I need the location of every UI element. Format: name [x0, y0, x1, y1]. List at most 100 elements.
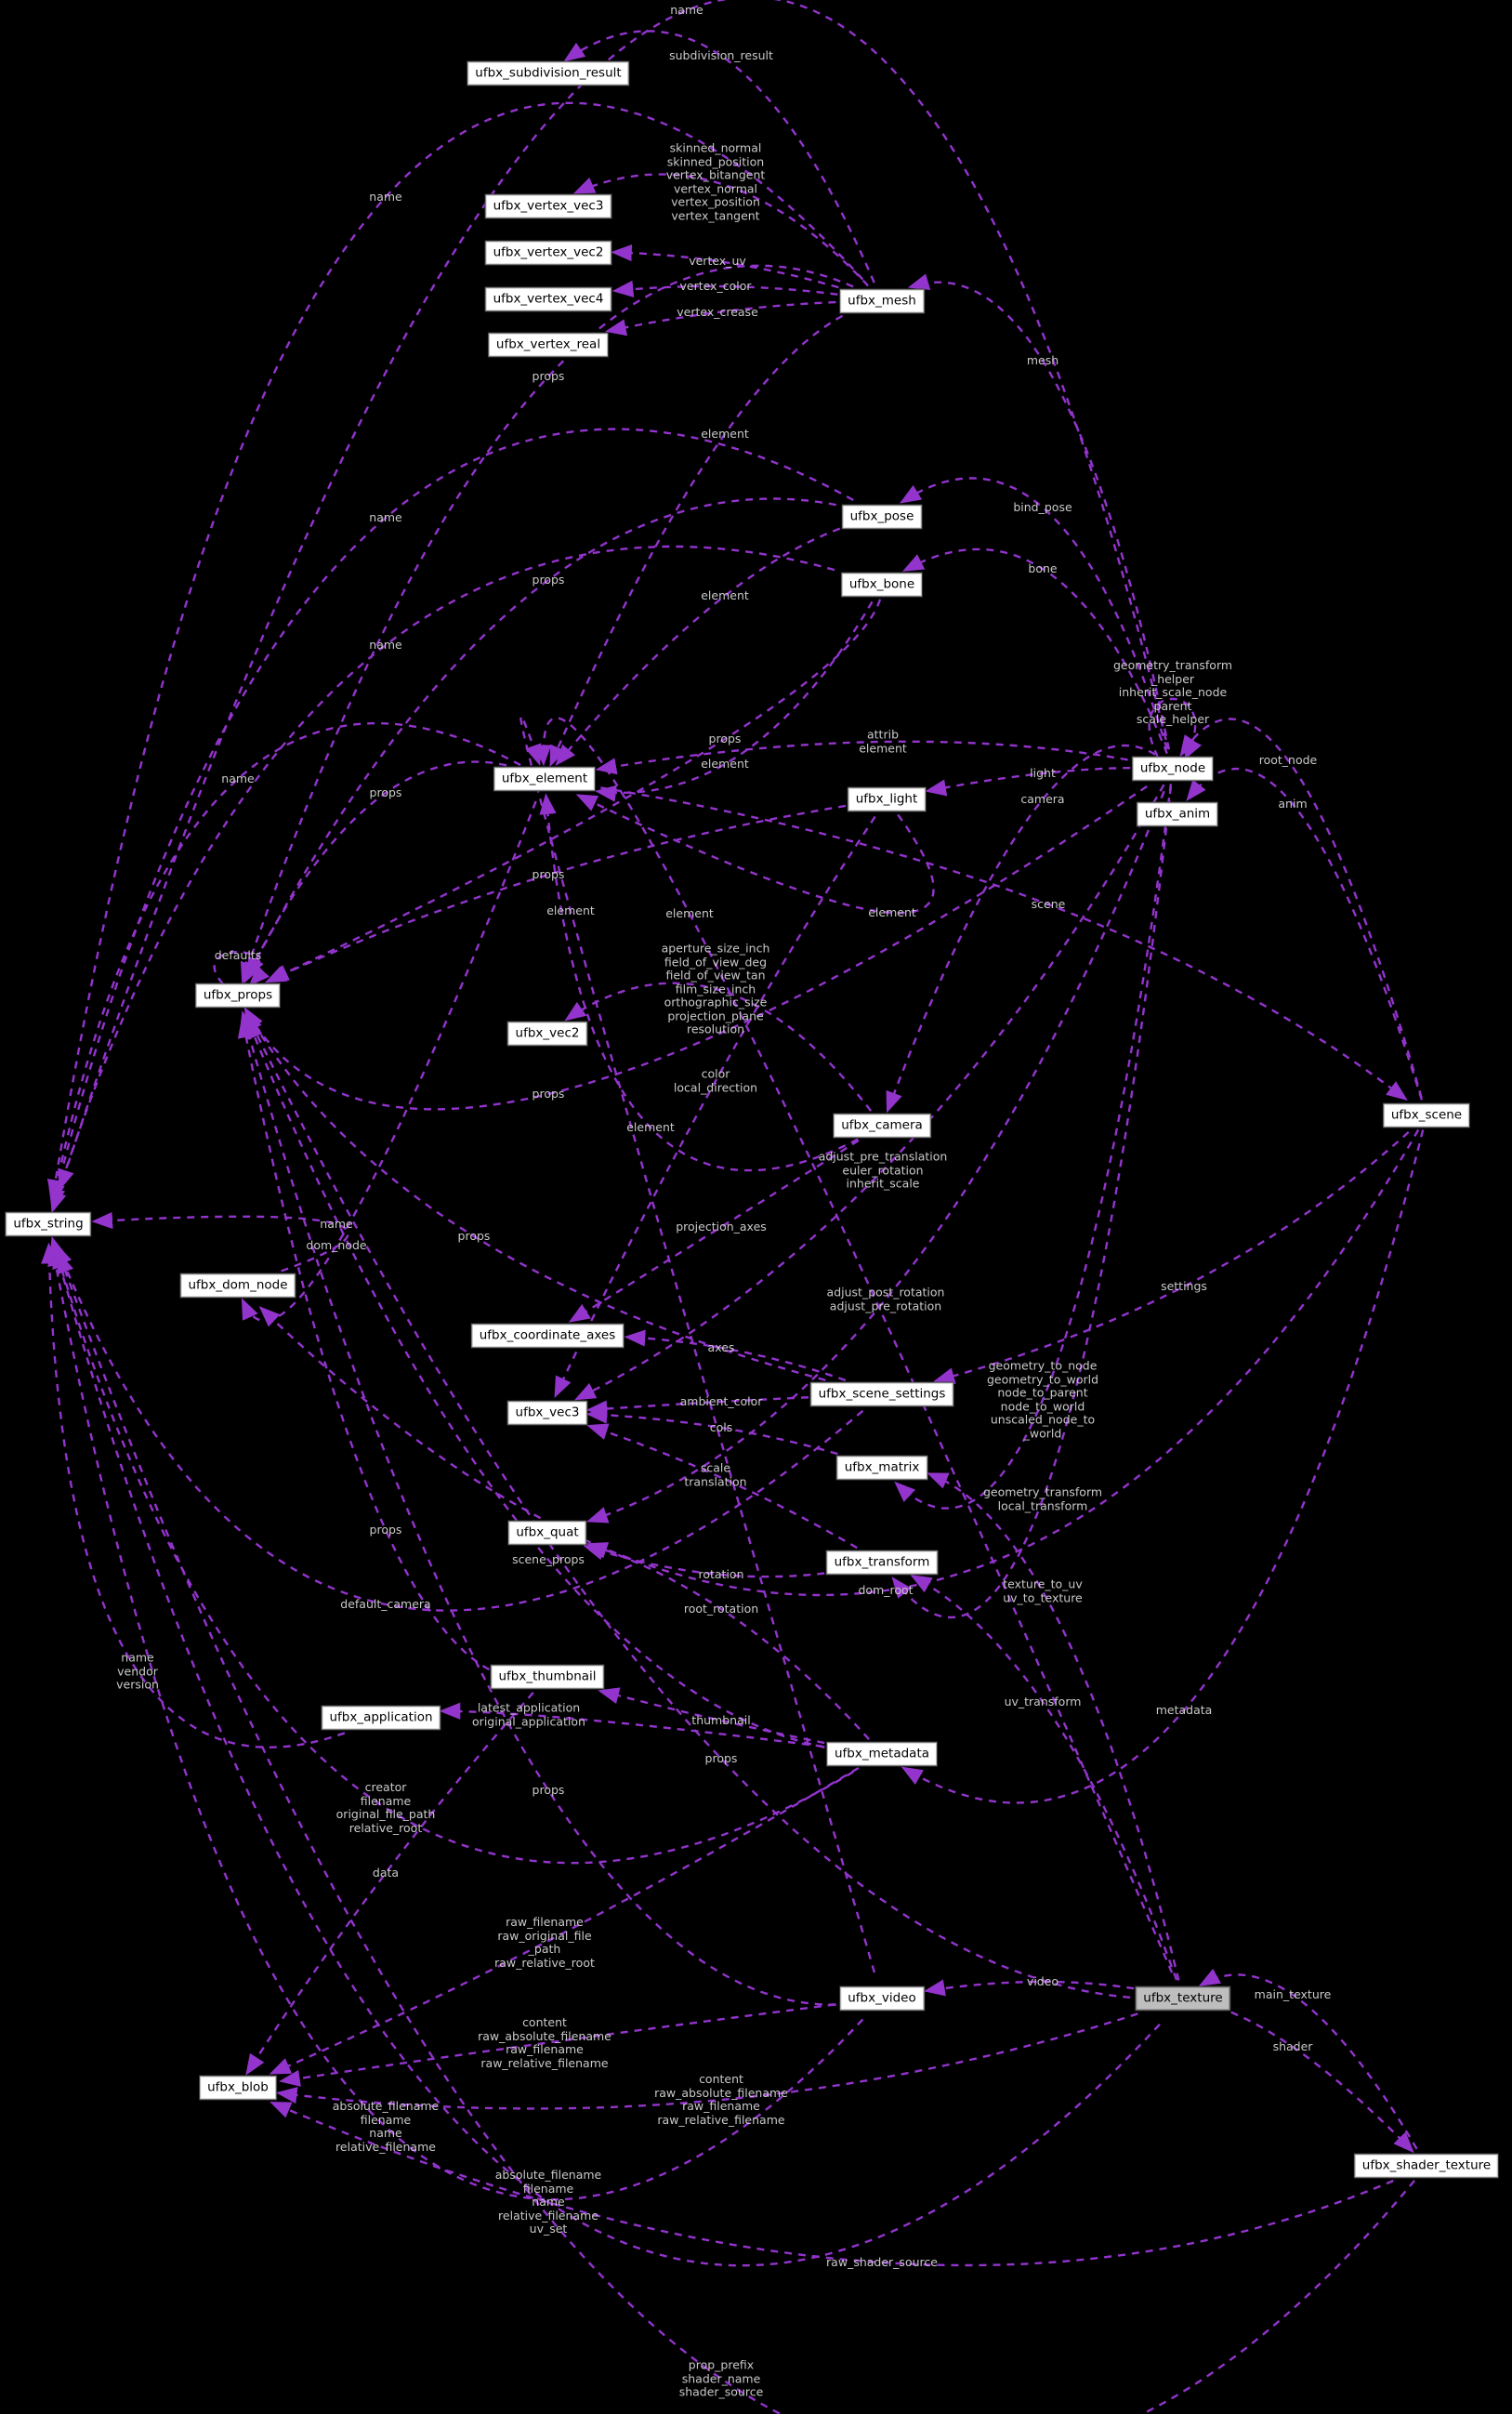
node-ufbx_pose[interactable]: ufbx_pose	[842, 505, 922, 529]
edge-metadata-application	[439, 1702, 823, 1748]
edge-mesh-props	[240, 264, 854, 984]
edge-texture-shader_texture	[1230, 2011, 1414, 2154]
edge-element-string	[47, 721, 521, 1206]
edge-props-props	[213, 950, 270, 986]
edge-node-pose	[899, 477, 1168, 750]
edge-label-mesh-string: name	[369, 189, 402, 204]
edge-thumbnail-blob	[245, 1692, 534, 2076]
edge-label-mesh-vertex_vec2: vertex_uv	[689, 253, 746, 268]
edge-camera-element	[539, 793, 859, 1172]
edge-scene_settings-props	[243, 1007, 826, 1381]
edge-metadata-props	[246, 1017, 825, 1748]
edge-element-dom_node	[241, 800, 537, 1323]
edge-texture-props	[244, 1009, 1131, 1999]
edge-light-element	[575, 794, 935, 915]
node-ufbx_video[interactable]: ufbx_video	[840, 1986, 924, 2011]
node-ufbx_metadata[interactable]: ufbx_metadata	[826, 1742, 938, 1766]
edge-scene-dom_node	[258, 1128, 1420, 1597]
node-ufbx_thumbnail[interactable]: ufbx_thumbnail	[491, 1665, 604, 1689]
node-ufbx_subdivision_result[interactable]: ufbx_subdivision_result	[467, 61, 629, 86]
edge-label-video-element: element	[546, 903, 595, 917]
node-ufbx_vertex_real[interactable]: ufbx_vertex_real	[488, 333, 609, 357]
node-ufbx_vertex_vec2[interactable]: ufbx_vertex_vec2	[485, 241, 611, 265]
node-ufbx_texture[interactable]: ufbx_texture	[1136, 1986, 1230, 2011]
edge-node-bone	[901, 547, 1168, 755]
node-ufbx_vec3[interactable]: ufbx_vec3	[507, 1401, 587, 1425]
edge-node-light	[925, 766, 1131, 797]
node-ufbx_scene_settings[interactable]: ufbx_scene_settings	[810, 1382, 953, 1406]
edge-metadata-blob	[269, 1766, 860, 2075]
edge-element-props	[243, 760, 507, 984]
edge-mesh-vertex_vec4	[611, 280, 838, 297]
edge-label-thumbnail-props: props	[369, 1522, 402, 1537]
node-ufbx_camera[interactable]: ufbx_camera	[834, 1114, 930, 1138]
edge-dom_node-string	[91, 1211, 349, 1273]
edge-label-dom_node-string: name	[320, 1216, 353, 1231]
node-ufbx_shader_texture[interactable]: ufbx_shader_texture	[1354, 2154, 1499, 2178]
edge-video-blob	[279, 2003, 835, 2087]
edge-pose-element	[555, 527, 841, 767]
node-ufbx_vec2[interactable]: ufbx_vec2	[507, 1022, 587, 1046]
node-ufbx_blob[interactable]: ufbx_blob	[200, 2076, 276, 2100]
node-ufbx_vertex_vec3[interactable]: ufbx_vertex_vec3	[485, 194, 611, 218]
node-ufbx_transform[interactable]: ufbx_transform	[826, 1550, 938, 1575]
edge-label-thumbnail-blob: data	[372, 1865, 400, 1880]
node-ufbx_scene[interactable]: ufbx_scene	[1383, 1103, 1470, 1128]
edge-scene-scene_settings	[933, 1131, 1410, 1385]
node-ufbx_vertex_vec4[interactable]: ufbx_vertex_vec4	[485, 287, 611, 311]
edge-label-metadata-thumbnail: thumbnail	[691, 1712, 751, 1727]
edge-mesh-subdivision_result	[563, 30, 875, 284]
node-ufbx_dom_node[interactable]: ufbx_dom_node	[180, 1273, 296, 1298]
node-ufbx_coordinate_axes[interactable]: ufbx_coordinate_axes	[471, 1324, 624, 1348]
edge-node-matrix	[894, 784, 1173, 1510]
node-ufbx_string[interactable]: ufbx_string	[6, 1212, 91, 1236]
node-ufbx_matrix[interactable]: ufbx_matrix	[836, 1456, 927, 1480]
edge-label-element-props: props	[369, 785, 402, 799]
edge-label-scene-scene_settings: settings	[1161, 1278, 1207, 1293]
edge-pose-props	[246, 497, 836, 980]
edge-label-metadata-quat: root_rotation	[683, 1601, 759, 1616]
edge-label-transform-quat: rotation	[698, 1566, 744, 1581]
edge-mesh-vertex_vec2	[610, 244, 839, 289]
edge-metadata-string	[49, 1235, 854, 1865]
node-ufbx_anim[interactable]: ufbx_anim	[1137, 802, 1218, 826]
node-ufbx_quat[interactable]: ufbx_quat	[508, 1521, 586, 1545]
node-ufbx_element[interactable]: ufbx_element	[493, 767, 596, 791]
node-ufbx_application[interactable]: ufbx_application	[322, 1706, 440, 1730]
edge-light-vec3	[554, 815, 876, 1398]
node-ufbx_bone[interactable]: ufbx_bone	[841, 573, 923, 597]
edge-application-string	[41, 1242, 346, 1749]
edge-label-light-element: element	[868, 904, 916, 919]
node-ufbx_node[interactable]: ufbx_node	[1132, 757, 1214, 781]
edge-label-camera-coordinate_axes: projection_axes	[676, 1219, 767, 1233]
edge-label-bone-element: element	[701, 756, 749, 771]
edge-pose-string	[48, 428, 854, 1210]
edge-label-pose-props: props	[532, 572, 565, 587]
node-ufbx_light[interactable]: ufbx_light	[848, 787, 926, 811]
edge-video-props	[239, 1010, 836, 2006]
edge-label-mesh-element: element	[701, 426, 749, 441]
node-ufbx_props[interactable]: ufbx_props	[195, 983, 281, 1008]
node-ufbx_mesh[interactable]: ufbx_mesh	[840, 289, 924, 313]
edge-texture-video	[923, 1979, 1135, 1997]
edge-label-scene_settings-vec3: ambient_color	[679, 1393, 763, 1408]
edge-mesh-vertex_real	[604, 300, 836, 336]
edge-label-texture-video: video	[1026, 1973, 1059, 1988]
